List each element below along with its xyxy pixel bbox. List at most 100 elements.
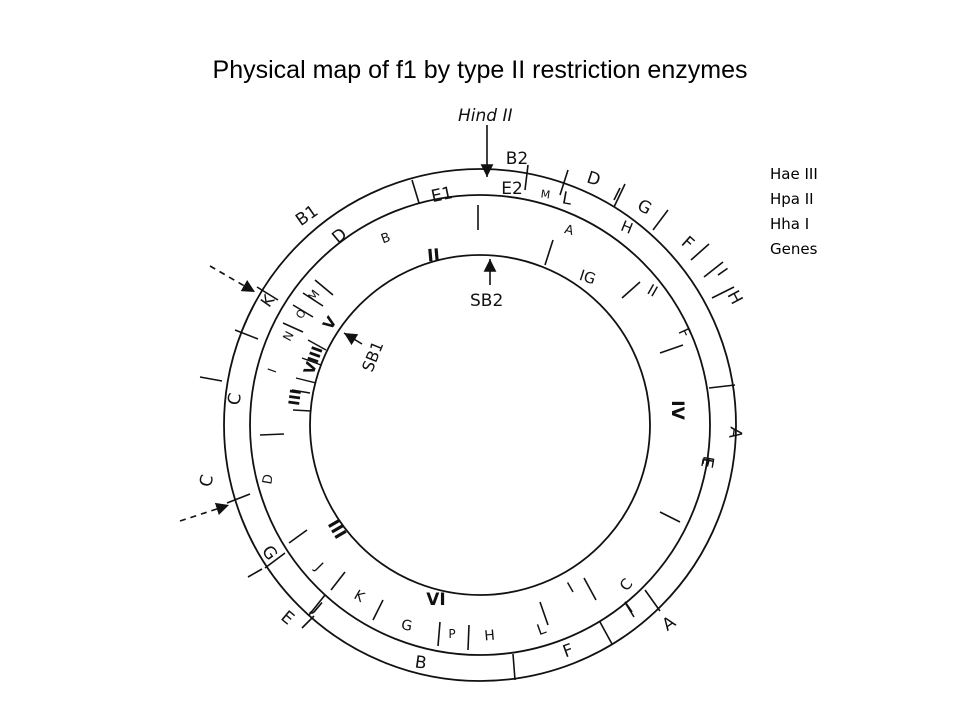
- hpa-label-h: H: [618, 217, 635, 238]
- legend-hae-iii: Hae III: [770, 165, 818, 183]
- hae-label-c: C: [196, 473, 218, 489]
- gene-label-i: I: [564, 579, 577, 597]
- hind-label: Hind II: [458, 106, 513, 126]
- hha-cut: [625, 603, 635, 618]
- hpa-cut: [437, 621, 441, 647]
- hpa-cut: [621, 281, 641, 299]
- hae-label-a2: A: [659, 612, 680, 635]
- gene-label-vi: VI: [426, 590, 445, 610]
- hpa-cut: [302, 292, 324, 307]
- hpa-label-h2: H: [484, 628, 496, 645]
- hpa-label-f: F: [675, 325, 695, 340]
- hae-label-g2: G: [257, 542, 281, 564]
- hae-cut: [599, 621, 613, 645]
- hpa-label-c: C: [616, 575, 637, 595]
- hha-cut: [291, 389, 311, 394]
- hpa-cut: [467, 624, 470, 651]
- hae-cut: [613, 183, 626, 208]
- hpa-cut: [372, 599, 384, 621]
- hpa-label-b: B: [379, 230, 393, 247]
- hae-label-j: J: [308, 598, 325, 617]
- gene-boundary: [307, 339, 327, 351]
- inner-ring-inner: [309, 254, 651, 596]
- gene-boundary: [295, 377, 317, 384]
- hae-label-e2b: E2: [501, 179, 523, 199]
- sb1-label: SB1: [358, 338, 387, 374]
- hae-cut: [703, 261, 724, 278]
- hpa-cut: [259, 433, 285, 436]
- hae-label-m: M: [540, 187, 551, 201]
- hpa-cut: [539, 601, 549, 626]
- hpa-cut: [659, 511, 681, 523]
- gene-label-v: V: [319, 313, 341, 333]
- hpa-cut: [330, 571, 346, 591]
- hpa-label-p: P: [448, 627, 455, 641]
- hpa-label-k: K: [351, 587, 368, 606]
- hpa-cut: [544, 239, 554, 266]
- hha-tick: [613, 187, 621, 201]
- hpa-label-j: J: [311, 559, 326, 574]
- slide-title: Physical map of f1 by type II restrictio…: [212, 56, 748, 84]
- hae-cut: [711, 286, 735, 299]
- hpa-cut: [659, 344, 684, 354]
- legend-genes: Genes: [770, 240, 818, 258]
- legend-hha-i: Hha I: [770, 215, 810, 233]
- hae-label-c2: C: [224, 392, 246, 407]
- hae-label-d: D: [584, 168, 603, 191]
- hae-cut: [559, 169, 569, 196]
- hpa-label-a: A: [563, 222, 576, 239]
- hae-label-e2: E: [277, 607, 298, 629]
- outer-ring-outer: [223, 168, 737, 682]
- hpa-label-g: G: [400, 617, 413, 635]
- outer-ring-inner: [249, 194, 711, 656]
- hae-cut: [524, 164, 529, 191]
- hae-label-l: L: [560, 188, 573, 209]
- gene-label-ii: II: [426, 246, 440, 267]
- gene-boundary: [301, 357, 322, 366]
- hae-cut: [512, 653, 516, 681]
- hpa-label-e: E: [698, 455, 717, 467]
- sb2-label: SB2: [470, 291, 503, 311]
- hae-cut: [690, 243, 710, 261]
- hpa-cut: [314, 279, 334, 296]
- gene-label-iii: III: [323, 516, 350, 542]
- gene-label-iv: IV: [667, 400, 687, 420]
- gene-label-ii2: II: [644, 281, 661, 301]
- hae-cut: [644, 589, 661, 612]
- hha-tick: [199, 376, 223, 382]
- gene-label-ig: IG: [577, 266, 598, 288]
- dashed-arrow-bottom: [179, 502, 230, 522]
- hpa-cut: [583, 577, 597, 601]
- hha-cut: [292, 409, 312, 412]
- hpa-label-n: N: [280, 329, 297, 344]
- hpa-label-m: M: [305, 287, 322, 304]
- hpa-label-d: D: [260, 473, 277, 485]
- dashed-arrow-top: [209, 265, 256, 293]
- hae-cut: [652, 209, 669, 231]
- hae-label-b2: B2: [506, 149, 528, 169]
- legend: Hae III Hpa II Hha I Genes: [770, 162, 818, 262]
- hpa-cut: [282, 322, 304, 333]
- hae-label-e1: E1: [429, 183, 454, 207]
- hae-label-a: A: [724, 426, 745, 441]
- hae-cut: [234, 329, 259, 340]
- hae-cut: [256, 286, 279, 301]
- hpa-cut: [292, 304, 314, 318]
- hae-cut: [411, 179, 420, 204]
- hae-label-e: E: [697, 456, 717, 469]
- gene-label-iii2: III: [285, 388, 305, 407]
- sb1-arrow: [343, 332, 363, 346]
- hha-tick: [247, 568, 263, 578]
- hpa-label-i: I: [265, 367, 279, 375]
- hae-label-f: F: [677, 233, 698, 254]
- hae-cut: [226, 493, 251, 504]
- hae-cut: [708, 384, 736, 389]
- hae-label-b: B: [414, 652, 428, 673]
- hae-cut: [308, 594, 326, 616]
- hae-label-g: G: [634, 196, 655, 220]
- hae-label-d2: D: [328, 224, 351, 248]
- hae-cut: [264, 552, 286, 569]
- legend-hpa-ii: Hpa II: [770, 190, 814, 208]
- hpa-cut: [288, 529, 308, 544]
